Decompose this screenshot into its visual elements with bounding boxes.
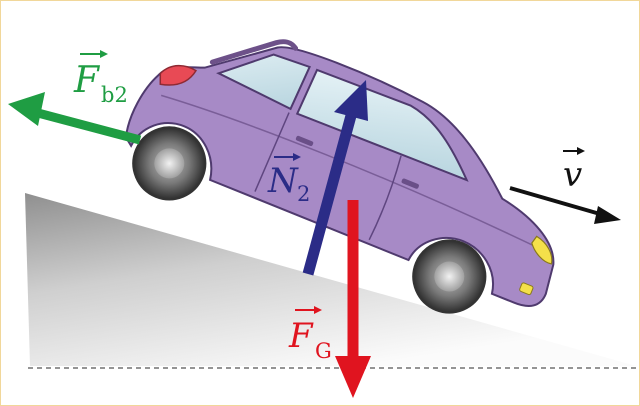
gravity-force-arrow <box>335 200 371 398</box>
door-line <box>254 112 402 241</box>
rear-wheel-hub <box>154 148 185 179</box>
svg-text:2: 2 <box>297 182 310 206</box>
rear-window <box>216 53 312 111</box>
velocity-arrow <box>509 186 621 224</box>
body-crease <box>160 94 537 248</box>
headlight <box>531 235 553 265</box>
normal-force-label: N 2 <box>267 153 310 206</box>
braking-force-arrow <box>8 92 142 145</box>
svg-text:N: N <box>267 161 299 201</box>
inclined-plane <box>25 193 636 366</box>
svg-text:F: F <box>73 60 101 101</box>
svg-text:v: v <box>563 155 582 195</box>
svg-text:F: F <box>288 316 314 356</box>
svg-text:b2: b2 <box>101 83 128 107</box>
door-handle <box>401 178 419 189</box>
front-wheel-hub <box>434 261 465 292</box>
gravity-force-label: F G <box>288 306 332 363</box>
door-handle <box>295 135 314 147</box>
normal-force-arrow <box>302 80 368 276</box>
tail-light <box>159 64 198 86</box>
velocity-label: v <box>563 147 585 195</box>
braking-force-label: F b2 <box>73 50 128 107</box>
svg-text:G: G <box>315 339 332 363</box>
side-window <box>295 68 469 182</box>
fog-light <box>519 282 534 296</box>
roof-spoiler <box>209 39 299 65</box>
